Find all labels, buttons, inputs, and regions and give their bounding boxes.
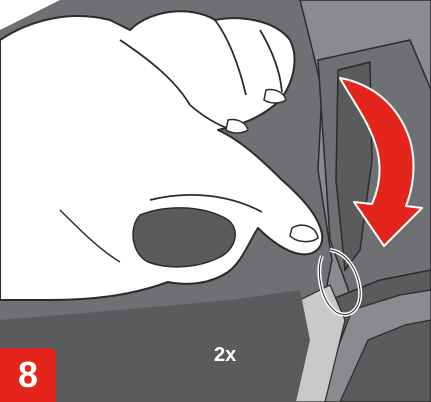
- hand-gap: [133, 208, 235, 267]
- step-number-badge: 8: [0, 348, 56, 402]
- repeat-count-label: 2x: [214, 343, 236, 367]
